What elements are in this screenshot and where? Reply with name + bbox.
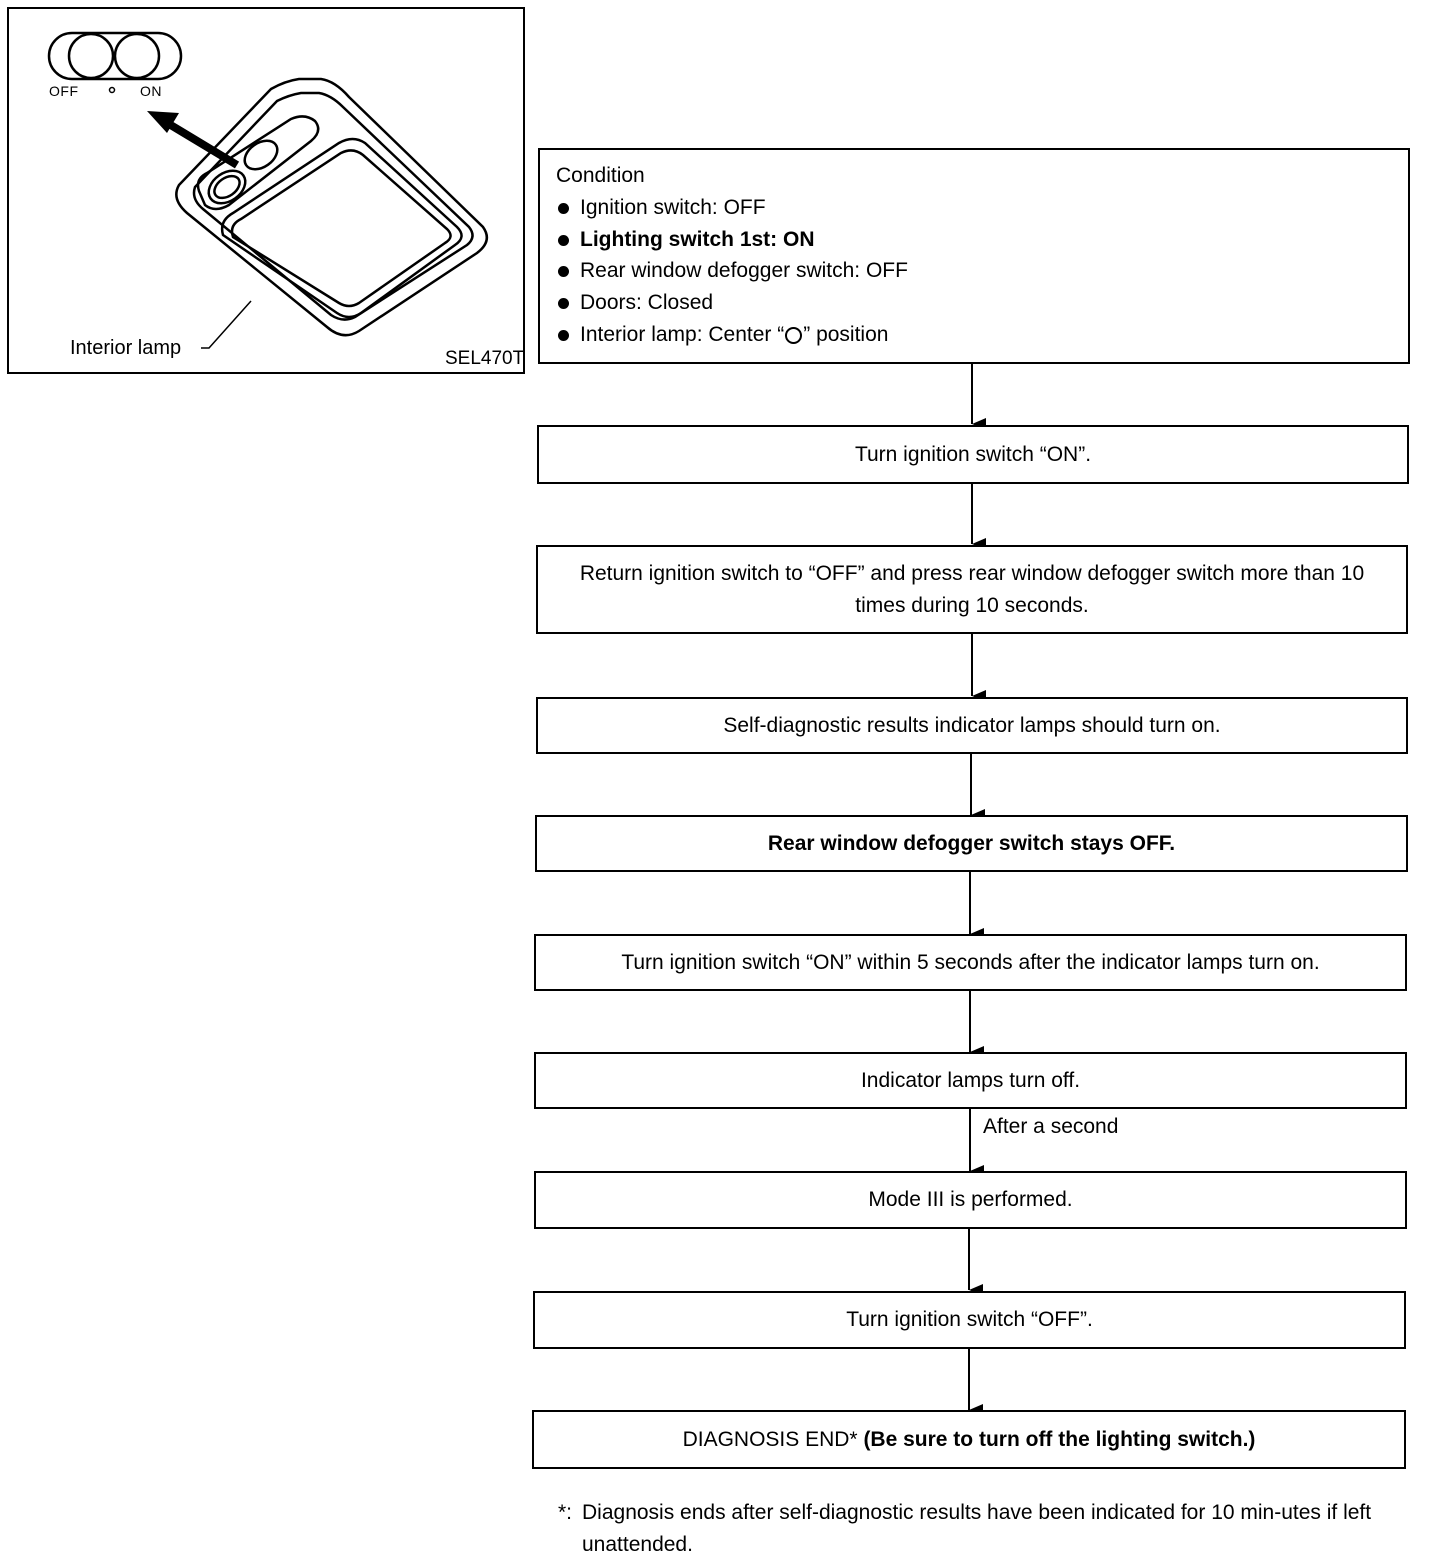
interior-lamp-illustration [47, 31, 489, 349]
step-box: Return ignition switch to “OFF” and pres… [536, 545, 1408, 634]
condition-item-text: Doors: Closed [580, 291, 714, 315]
condition-item-text: Rear window defogger switch: OFF [580, 259, 908, 283]
condition-item-text: Ignition switch: OFF [580, 195, 766, 219]
step-text: Turn ignition switch “OFF”. [846, 1308, 1093, 1331]
lamp-housing-icon [175, 77, 489, 337]
step-text: Self-diagnostic results indicator lamps … [723, 713, 1221, 737]
step-box: Turn ignition switch “ON”. [537, 425, 1409, 484]
condition-title: Condition [556, 164, 645, 187]
center-position-icon [108, 86, 116, 94]
condition-item-text-suffix: ” position [803, 322, 889, 346]
condition-item: Lighting switch 1st: ON [556, 224, 1392, 256]
bullet-icon [558, 329, 569, 341]
condition-item: Rear window defogger switch: OFF [556, 255, 1392, 287]
step-box: Turn ignition switch “OFF”. [533, 1291, 1406, 1349]
condition-list: Ignition switch: OFF Lighting switch 1st… [556, 192, 1392, 351]
condition-item-text: Interior lamp: Center “ [580, 322, 785, 346]
bullet-icon [558, 266, 569, 278]
step-text: Indicator lamps turn off. [860, 1068, 1081, 1092]
footnote-text: Diagnosis ends after self-diagnostic res… [582, 1501, 1372, 1556]
center-circle-icon [785, 326, 803, 344]
condition-item: Interior lamp: Center “ ” position [556, 319, 1392, 351]
step-text: Turn ignition switch “ON”. [854, 442, 1092, 466]
interior-lamp-callout: Interior lamp [70, 337, 182, 359]
switch-off-label: OFF [49, 83, 79, 99]
step-text: Rear window defogger switch stays OFF. [767, 831, 1176, 855]
step-text-bold: (Be sure to turn off the lighting switch… [863, 1427, 1256, 1451]
diagnosis-end-box: DIAGNOSIS END* (Be sure to turn off the … [532, 1410, 1406, 1469]
step-text: Turn ignition switch “ON” within 5 secon… [621, 950, 1320, 974]
step-box: Mode III is performed. [534, 1171, 1407, 1229]
footnote-mark: *: [558, 1501, 573, 1524]
step-text: DIAGNOSIS END* [682, 1427, 864, 1451]
bullet-icon [558, 298, 569, 310]
step-box: Self-diagnostic results indicator lamps … [536, 697, 1408, 754]
condition-item-text: Lighting switch 1st: ON [580, 227, 815, 251]
edge-label: After a second [983, 1115, 1119, 1138]
step-box: Indicator lamps turn off. [534, 1052, 1407, 1109]
pointer-arrow-icon [147, 111, 240, 169]
condition-item: Doors: Closed [556, 287, 1392, 319]
switch-on-label: ON [140, 83, 162, 99]
condition-box: Condition Ignition switch: OFF Lighting … [538, 148, 1410, 364]
step-text: Return ignition switch to “OFF” and pres… [579, 561, 1365, 617]
step-box: Turn ignition switch “ON” within 5 secon… [534, 934, 1407, 991]
footnote: *: Diagnosis ends after self-diagnostic … [558, 1497, 1418, 1561]
figure-code: SEL470T [445, 348, 525, 369]
interior-lamp-figure: OFF ON Interior lamp SEL470T [7, 7, 525, 374]
condition-item: Ignition switch: OFF [556, 192, 1392, 224]
step-text: Mode III is performed. [868, 1188, 1073, 1211]
bullet-icon [558, 202, 569, 214]
step-box: Rear window defogger switch stays OFF. [535, 815, 1408, 872]
callout-leader-line [201, 300, 252, 349]
bullet-icon [558, 234, 569, 246]
switch-detail-icon [47, 31, 183, 81]
